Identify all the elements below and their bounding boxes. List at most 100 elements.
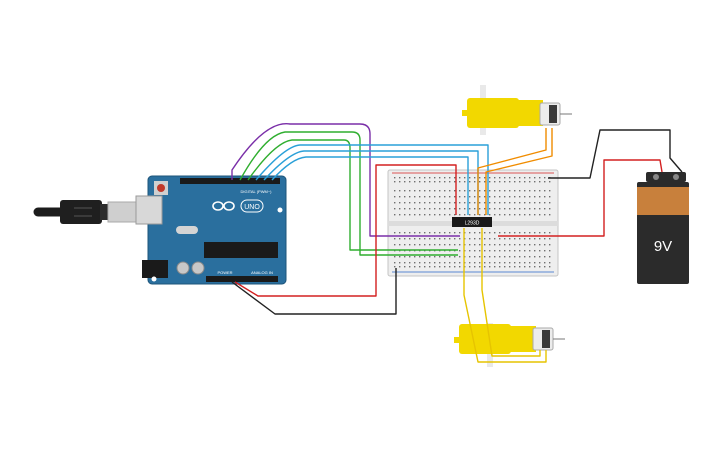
breadboard-hole	[424, 177, 426, 179]
breadboard-hole	[519, 266, 521, 268]
breadboard-hole	[424, 214, 426, 216]
breadboard-hole	[434, 181, 436, 183]
breadboard-hole	[414, 238, 416, 240]
breadboard-hole	[499, 238, 501, 240]
breadboard-hole	[394, 262, 396, 264]
breadboard-hole	[459, 214, 461, 216]
breadboard-hole	[519, 177, 521, 179]
breadboard-hole	[459, 266, 461, 268]
breadboard-hole	[539, 214, 541, 216]
breadboard-hole	[509, 244, 511, 246]
breadboard-hole	[504, 208, 506, 210]
breadboard-hole	[509, 262, 511, 264]
power-label: POWER	[217, 270, 232, 275]
breadboard-hole	[514, 244, 516, 246]
breadboard-hole	[459, 196, 461, 198]
breadboard-hole	[504, 266, 506, 268]
breadboard-hole	[499, 202, 501, 204]
breadboard-hole	[484, 232, 486, 234]
breadboard-hole	[419, 238, 421, 240]
breadboard-hole	[454, 181, 456, 183]
breadboard-hole	[434, 202, 436, 204]
breadboard-hole	[549, 214, 551, 216]
breadboard-hole	[464, 214, 466, 216]
wire-black-battery	[548, 129, 683, 179]
breadboard-hole	[479, 181, 481, 183]
breadboard-hole	[459, 190, 461, 192]
breadboard-hole	[539, 177, 541, 179]
breadboard-hole	[449, 262, 451, 264]
wire-yellow-1	[463, 228, 547, 363]
wire-purple	[231, 123, 460, 237]
l293d-chip[interactable]: L293D	[452, 217, 492, 227]
breadboard-hole	[469, 190, 471, 192]
breadboard-hole	[524, 256, 526, 258]
breadboard-hole	[524, 202, 526, 204]
breadboard-hole	[399, 190, 401, 192]
breadboard-hole	[429, 238, 431, 240]
wires	[231, 123, 683, 363]
breadboard-hole	[444, 256, 446, 258]
breadboard-hole	[504, 214, 506, 216]
breadboard-hole	[439, 208, 441, 210]
breadboard-hole	[434, 196, 436, 198]
wire-black-arduino	[231, 268, 397, 315]
breadboard-hole	[514, 202, 516, 204]
breadboard-hole	[484, 250, 486, 252]
breadboard-hole	[439, 190, 441, 192]
wire-blue-1	[255, 144, 489, 215]
breadboard-hole	[504, 202, 506, 204]
breadboard-hole	[544, 190, 546, 192]
breadboard-hole	[479, 190, 481, 192]
breadboard-hole	[469, 181, 471, 183]
breadboard-hole	[414, 177, 416, 179]
breadboard-hole	[549, 266, 551, 268]
breadboard-hole	[459, 177, 461, 179]
breadboard-hole	[429, 256, 431, 258]
breadboard-hole	[539, 202, 541, 204]
breadboard-hole	[454, 190, 456, 192]
breadboard-hole	[509, 196, 511, 198]
breadboard-hole	[464, 202, 466, 204]
breadboard-hole	[469, 262, 471, 264]
breadboard-hole	[424, 262, 426, 264]
breadboard-hole	[504, 196, 506, 198]
usb-cable	[33, 200, 137, 224]
arduino-uno[interactable]: UNO DIGITAL (PWM~) POWER ANALOG IN	[135, 175, 287, 285]
breadboard-hole	[409, 177, 411, 179]
breadboard-hole	[494, 202, 496, 204]
breadboard-hole	[419, 244, 421, 246]
breadboard-hole	[419, 181, 421, 183]
breadboard-hole	[524, 232, 526, 234]
breadboard-hole	[549, 190, 551, 192]
breadboard-hole	[399, 196, 401, 198]
breadboard-hole	[404, 256, 406, 258]
breadboard-hole	[514, 250, 516, 252]
breadboard-hole	[424, 202, 426, 204]
battery-9v[interactable]: 9V	[637, 172, 689, 284]
breadboard-hole	[509, 202, 511, 204]
breadboard-hole	[404, 181, 406, 183]
breadboard-hole	[444, 232, 446, 234]
breadboard-hole	[424, 181, 426, 183]
breadboard-hole	[409, 266, 411, 268]
breadboard-hole	[469, 214, 471, 216]
motor-top[interactable]	[462, 85, 572, 135]
breadboard-hole	[529, 202, 531, 204]
breadboard-hole	[489, 232, 491, 234]
breadboard-hole	[474, 214, 476, 216]
breadboard-hole	[539, 232, 541, 234]
wire-blue-2	[263, 150, 479, 215]
breadboard-hole	[434, 238, 436, 240]
breadboard-hole	[529, 250, 531, 252]
breadboard-hole	[454, 256, 456, 258]
breadboard-hole	[514, 262, 516, 264]
breadboard-hole	[459, 181, 461, 183]
breadboard-hole	[514, 232, 516, 234]
breadboard-hole	[489, 177, 491, 179]
breadboard-hole	[494, 208, 496, 210]
breadboard-hole	[544, 266, 546, 268]
breadboard-hole	[464, 208, 466, 210]
breadboard-hole	[524, 250, 526, 252]
breadboard-hole	[489, 214, 491, 216]
